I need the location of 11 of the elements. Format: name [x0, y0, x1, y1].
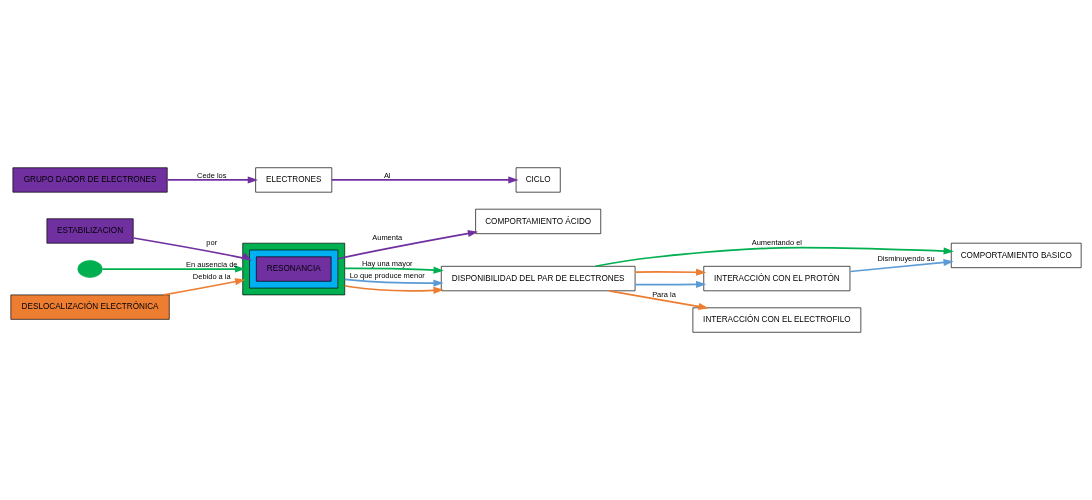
edge-label: Lo que produce menor [349, 270, 425, 280]
edge-label: Al [383, 170, 391, 180]
edge-label: Para la [652, 289, 676, 299]
edge-label: Cede los [197, 170, 227, 180]
edge-label: Aumenta [372, 232, 403, 242]
edge-label: Debido a la [192, 272, 231, 282]
edge-label: Hay una mayor [361, 259, 413, 269]
edge-label: Disminuyendo su [877, 253, 935, 263]
edge-label: por [206, 238, 218, 248]
edge-label: Aumentando el [751, 238, 802, 248]
edge-label: En ausencia de [186, 259, 238, 269]
